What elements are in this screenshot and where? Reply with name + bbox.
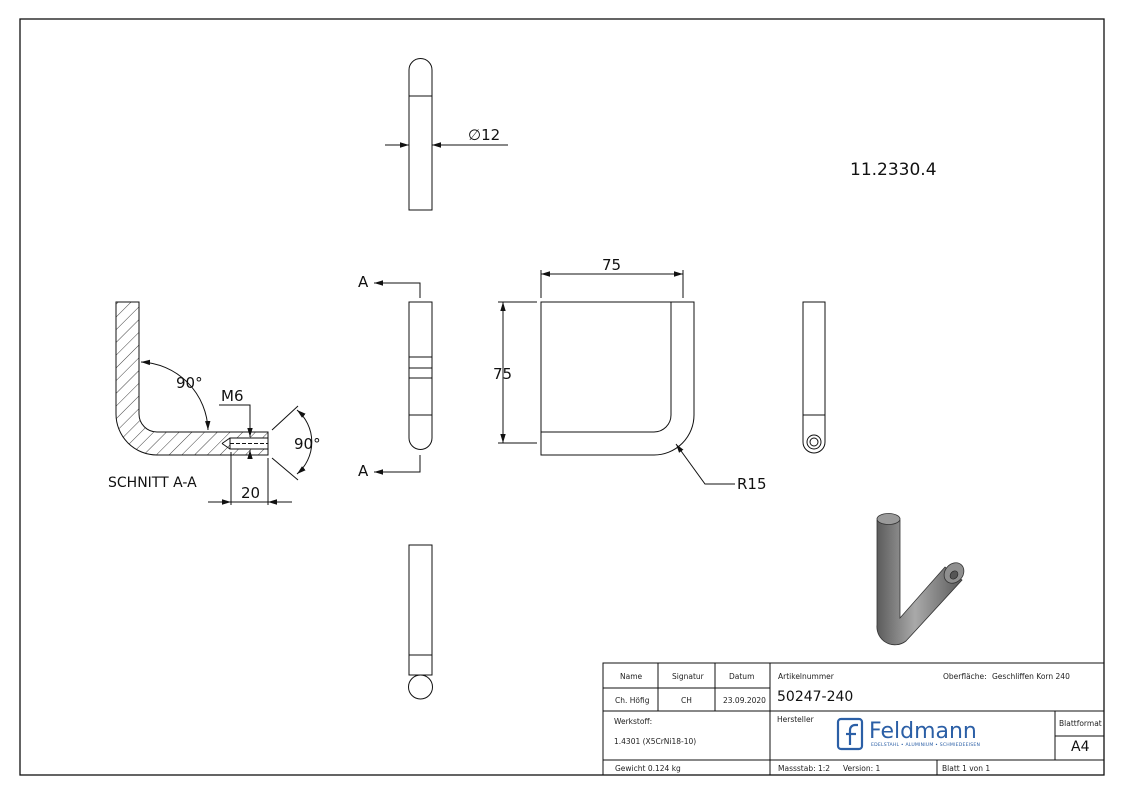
section-title: SCHNITT A-A — [108, 475, 197, 491]
diameter-symbol: ∅ — [468, 126, 482, 144]
isometric-render — [876, 513, 965, 646]
blatt-text: Blatt 1 von 1 — [942, 764, 991, 773]
thread-label: M6 — [221, 387, 244, 405]
artikelnummer-value: 50247-240 — [777, 689, 854, 705]
section-marker-top: A — [358, 273, 369, 291]
blattformat-value: A4 — [1071, 739, 1090, 755]
side-view — [374, 280, 433, 475]
logo-name: Feldmann — [869, 719, 977, 744]
front-view — [498, 270, 735, 485]
row-signatur: CH — [681, 696, 692, 705]
angle-top-label: 90° — [176, 374, 203, 392]
header-name: Name — [620, 672, 643, 681]
section-marker-bottom: A — [358, 462, 369, 480]
feldmann-logo-mark — [836, 717, 864, 751]
hersteller-label: Hersteller — [777, 715, 814, 724]
header-signatur: Signatur — [672, 672, 704, 681]
radius-label: R15 — [737, 475, 767, 493]
header-datum: Datum — [729, 672, 755, 681]
oberflaeche-label: Oberfläche: — [943, 672, 987, 681]
bottom-view — [408, 544, 433, 700]
sheet-frame — [19, 18, 1105, 776]
werkstoff-label: Werkstoff: — [614, 717, 653, 726]
row-name: Ch. Höfig — [615, 696, 650, 705]
massstab-text: Massstab: 1:2 — [778, 764, 831, 773]
top-view — [385, 58, 508, 211]
blattformat-label: Blattformat — [1059, 719, 1102, 728]
right-view — [802, 301, 826, 454]
section-view — [115, 301, 313, 505]
diameter-label: ∅12 — [468, 126, 500, 144]
diameter-value: 12 — [481, 126, 501, 144]
row-datum: 23.09.2020 — [723, 696, 766, 705]
angle-right-label: 90° — [294, 435, 321, 453]
logo-tagline: EDELSTAHL • ALUMINIUM • SCHMIEDEEISEN — [871, 743, 981, 748]
artikelnummer-label: Artikelnummer — [778, 672, 834, 681]
werkstoff-value: 1.4301 (X5CrNi18-10) — [614, 737, 697, 746]
oberflaeche-value: Geschliffen Korn 240 — [992, 672, 1070, 681]
gewicht-text: Gewicht 0.124 kg — [615, 764, 681, 773]
part-code: 11.2330.4 — [850, 160, 937, 180]
height-dim-label: 75 — [493, 365, 513, 383]
title-block — [602, 662, 1105, 776]
width-dim-label: 75 — [602, 256, 622, 274]
thread-depth-label: 20 — [241, 484, 261, 502]
version-text: Version: 1 — [843, 764, 881, 773]
